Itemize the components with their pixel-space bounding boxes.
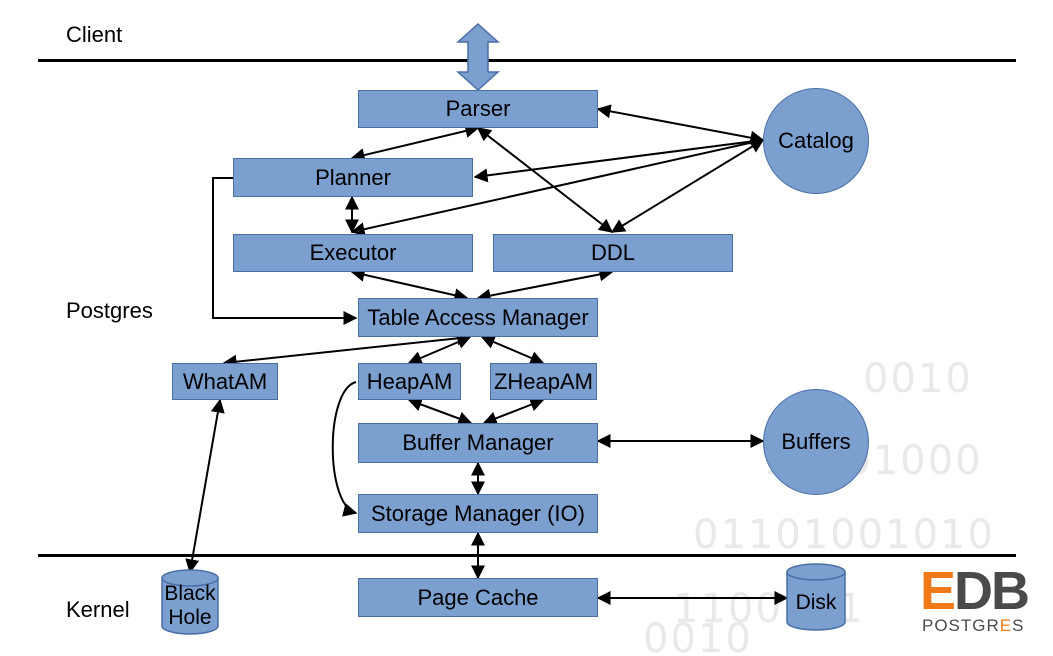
ddl-tam-arrow: [476, 267, 614, 303]
parser-box: Parser: [358, 90, 598, 128]
heapam-buffer-arrow: [407, 397, 473, 426]
planner-tam-bypass-arrow: [212, 177, 358, 325]
table-access-manager-box: Table Access Manager: [358, 298, 598, 337]
kernel-layer-label: Kernel: [66, 597, 130, 622]
disk-label: Disk: [795, 591, 837, 614]
client-parser-double-arrow: [456, 22, 500, 92]
parser-catalog-arrow: [596, 104, 765, 145]
storage-manager-box: Storage Manager (IO): [358, 494, 598, 533]
black-hole-cylinder: [161, 569, 219, 635]
whatam-blackhole-arrow: [185, 398, 225, 574]
ddl-box: DDL: [493, 234, 733, 272]
black-hole-label: Black Hole: [156, 582, 224, 630]
zheapam-box: ZHeapAM: [490, 363, 597, 400]
postgres-layer-label: Postgres: [66, 298, 153, 323]
executor-box: Executor: [233, 234, 473, 272]
edb-postgres-logo: EDB POSTGRES: [920, 561, 1030, 636]
buffer-manager-box: Buffer Manager: [358, 423, 598, 463]
executor-tam-arrow: [350, 267, 469, 303]
zheapam-buffer-arrow: [482, 398, 545, 425]
black-hole-label-line1: Black: [164, 582, 216, 605]
client-layer-label: Client: [66, 22, 123, 47]
disk-cylinder: [786, 563, 846, 631]
tam-whatam-arrow: [222, 331, 472, 369]
page-cache-box: Page Cache: [358, 578, 598, 617]
heapam-box: HeapAM: [358, 363, 461, 400]
parser-planner-arrow: [350, 124, 480, 162]
parser-ddl-arrow: [476, 127, 614, 233]
catalog-circle: Catalog: [763, 88, 869, 194]
whatam-box: WhatAM: [172, 363, 278, 400]
catalog-ddl-arrow: [610, 139, 765, 233]
tam-zheapam-arrow: [480, 335, 545, 365]
black-hole-label-line2: Hole: [168, 606, 212, 629]
buffers-circle: Buffers: [763, 389, 869, 495]
tam-heapam-arrow: [407, 335, 472, 365]
edb-logo-mark: EDB: [920, 561, 1030, 621]
heapam-storage-curve-arrow: [331, 381, 358, 517]
kernel-separator-line: [38, 554, 1016, 557]
edb-logo-subtitle: POSTGRES: [922, 616, 1025, 635]
planner-box: Planner: [233, 158, 473, 197]
client-separator-line: [38, 59, 1016, 62]
